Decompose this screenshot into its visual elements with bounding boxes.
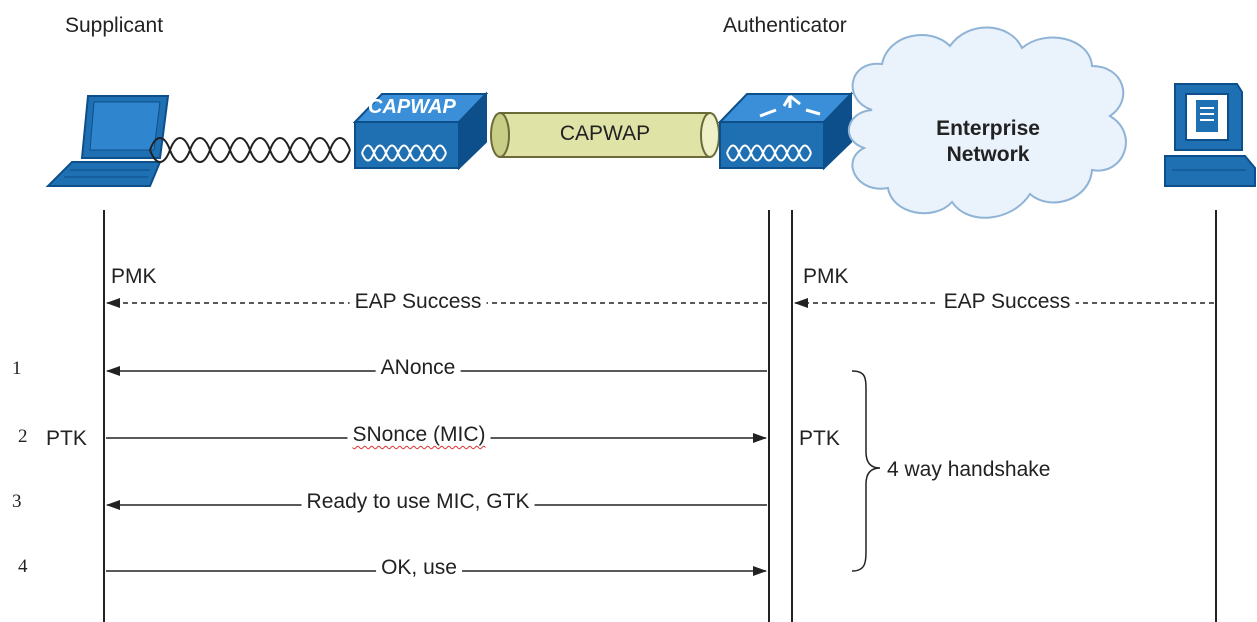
four-way-handshake-label: 4 way handshake [887, 458, 1051, 481]
ptk-authenticator: PTK [799, 427, 840, 450]
snonce-text: SNonce (MIC) [352, 423, 486, 446]
ready-to-use-label: Ready to use MIC, GTK [301, 490, 535, 514]
ok-use-label: OK, use [376, 556, 462, 580]
supplicant-label: Supplicant [65, 14, 164, 37]
enterprise-network-cloud-icon [847, 26, 1127, 219]
step-number-2: 2 [18, 426, 28, 447]
capwap-tunnel-icon [490, 112, 720, 158]
step-number-1: 1 [12, 358, 22, 379]
authenticator-label: Authenticator [723, 14, 847, 37]
snonce-label: SNonce (MIC) [347, 423, 491, 447]
access-point-icon [352, 91, 489, 171]
capwap-tunnel-label: CAPWAP [559, 122, 651, 145]
step-number-4: 4 [18, 556, 28, 577]
eap-success-left-label: EAP Success [349, 290, 487, 314]
enterprise-network-label: Enterprise Network [888, 116, 1088, 168]
handshake-brace [851, 370, 881, 572]
wireless-link-icon [149, 137, 351, 163]
pmk-authenticator: PMK [803, 265, 849, 288]
server-icon [1164, 83, 1256, 187]
ptk-supplicant: PTK [46, 427, 87, 450]
pmk-supplicant: PMK [111, 265, 157, 288]
anonce-label: ANonce [375, 356, 461, 380]
step-number-3: 3 [12, 491, 22, 512]
cloud-line-2: Network [946, 143, 1030, 166]
access-point-label: CAPWAP [368, 96, 456, 118]
eap-success-right-label: EAP Success [938, 290, 1076, 314]
wireless-controller-icon [717, 91, 854, 171]
laptop-icon [45, 95, 170, 187]
cloud-line-1: Enterprise [936, 117, 1040, 140]
